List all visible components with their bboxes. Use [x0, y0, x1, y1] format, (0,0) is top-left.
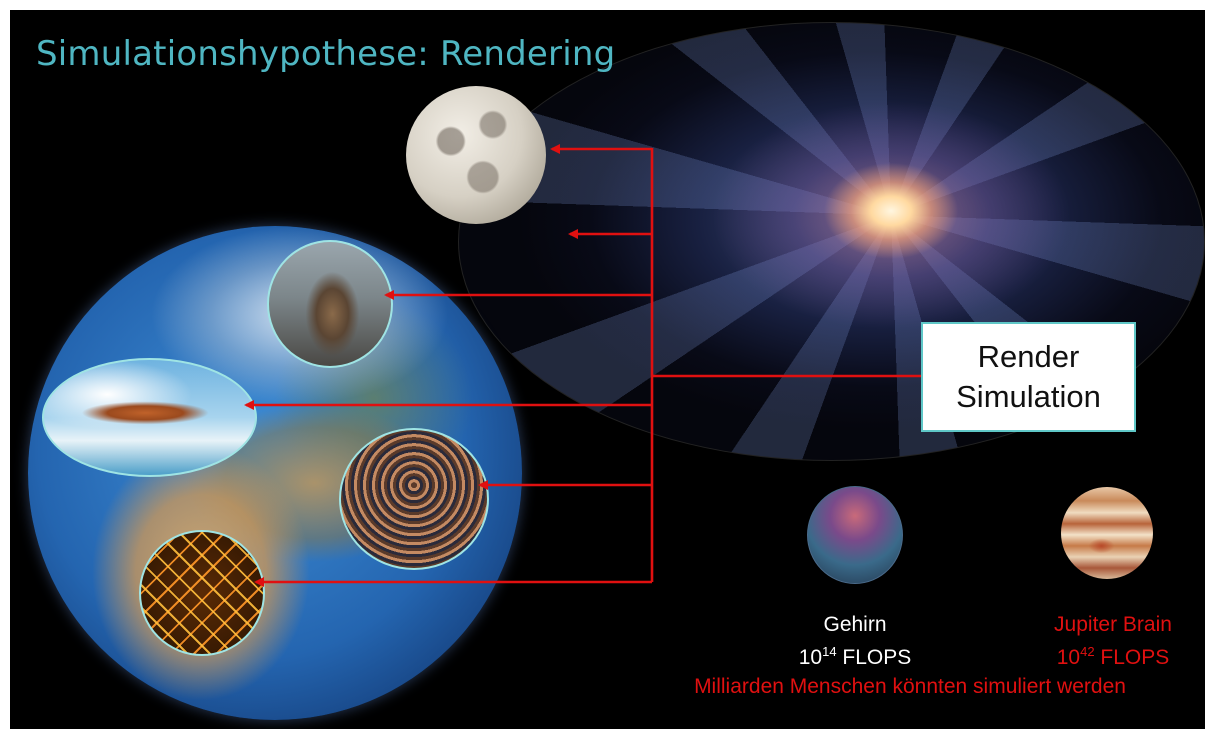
jupiter-flops-unit: FLOPS [1100, 646, 1170, 669]
roman-soldier-image [267, 240, 393, 368]
crowd-image [339, 428, 489, 570]
biplane-image [42, 358, 257, 477]
jupiter-flops: 1042 FLOPS [1038, 644, 1188, 670]
slide: Simulationshypothese: Rendering Render S… [10, 10, 1205, 729]
jupiter-flops-exponent: 42 [1080, 644, 1095, 659]
brain-label: Gehirn [823, 613, 887, 636]
render-simulation-box: Render Simulation [921, 322, 1136, 432]
jupiter-flops-base: 10 [1056, 646, 1081, 669]
brain-flops-base: 10 [798, 646, 823, 669]
galaxy-image [458, 22, 1205, 461]
brain-icon [807, 486, 903, 584]
render-box-line1: Render [977, 339, 1080, 374]
jupiter-label: Jupiter Brain [1054, 613, 1172, 636]
moon-image [406, 86, 546, 224]
brain-flops-exponent: 14 [822, 644, 837, 659]
slide-title: Simulationshypothese: Rendering [36, 34, 616, 74]
render-box-line2: Simulation [956, 379, 1101, 414]
render-arrows [244, 144, 921, 587]
brain-flops: 1014 FLOPS [780, 644, 930, 670]
brain-flops-unit: FLOPS [842, 646, 912, 669]
jupiter-icon [1061, 487, 1153, 579]
golden-lattice-image [139, 530, 265, 656]
conclusion-text: Milliarden Menschen könnten simuliert we… [694, 675, 1126, 698]
